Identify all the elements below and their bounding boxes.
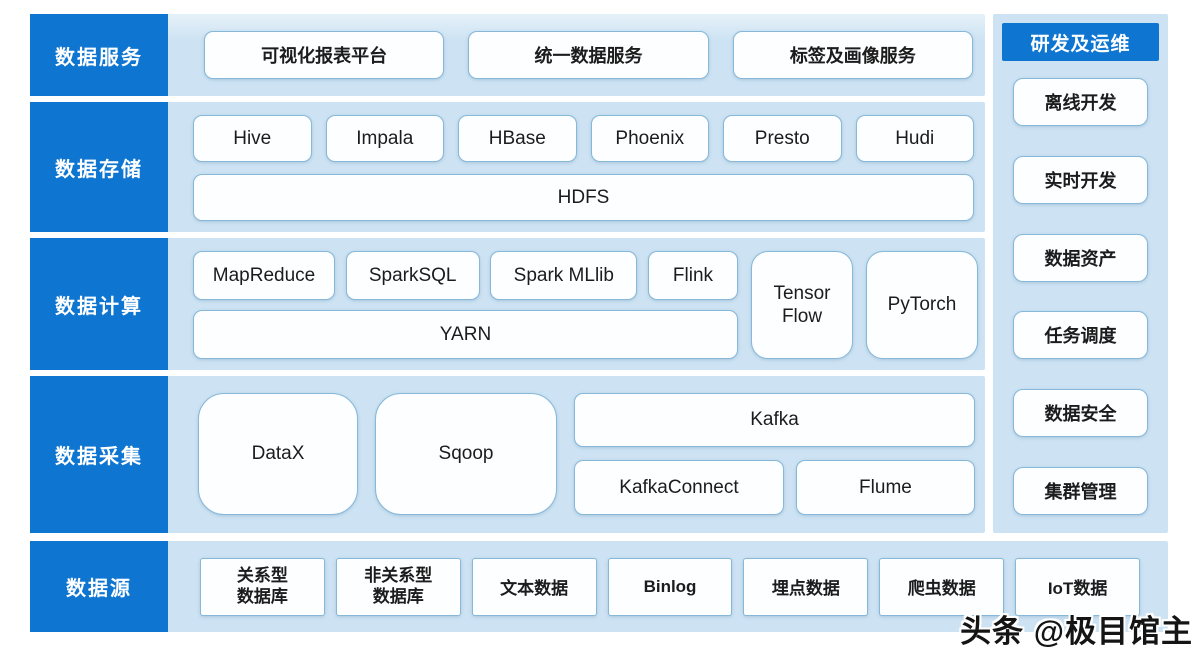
layer-data-source: 数据源 关系型 数据库 非关系型 数据库 文本数据 Binlog 埋点数据 爬虫… — [30, 541, 1168, 632]
box-yarn: YARN — [193, 310, 738, 359]
layer-stack: 数据服务 可视化报表平台 统一数据服务 标签及画像服务 数据存储 Hive Im… — [30, 14, 985, 533]
box-data-assets: 数据资产 — [1013, 233, 1148, 282]
box-hive: Hive — [193, 115, 312, 162]
layer-data-source-content: 关系型 数据库 非关系型 数据库 文本数据 Binlog 埋点数据 爬虫数据 I… — [168, 541, 1168, 632]
panel-devops-header: 研发及运维 — [1002, 23, 1159, 61]
streaming-row: KafkaConnect Flume — [574, 460, 975, 515]
box-datax: DataX — [198, 393, 358, 515]
layer-data-storage: 数据存储 Hive Impala HBase Phoenix Presto Hu… — [30, 102, 985, 232]
box-cluster-management: 集群管理 — [1013, 466, 1148, 515]
box-impala: Impala — [325, 115, 444, 162]
layer-data-compute: 数据计算 MapReduce SparkSQL Spark MLlib Flin… — [30, 238, 985, 370]
layer-data-service-content: 可视化报表平台 统一数据服务 标签及画像服务 — [168, 14, 985, 96]
box-hdfs: HDFS — [193, 174, 974, 221]
storage-engines-row: Hive Impala HBase Phoenix Presto Hudi — [193, 115, 974, 162]
box-visualization-report-platform: 可视化报表平台 — [204, 31, 445, 79]
layer-label-data-service: 数据服务 — [30, 14, 168, 96]
box-phoenix: Phoenix — [590, 115, 709, 162]
compute-engines-row: MapReduce SparkSQL Spark MLlib Flink — [193, 251, 738, 300]
box-hudi: Hudi — [855, 115, 974, 162]
layer-data-collection: 数据采集 DataX Sqoop Kafka KafkaConnect Flum… — [30, 376, 985, 533]
box-offline-development: 离线开发 — [1013, 78, 1148, 126]
box-flume: Flume — [795, 460, 975, 515]
box-unified-data-service: 统一数据服务 — [468, 31, 709, 79]
box-spark-mllib: Spark MLlib — [490, 251, 638, 300]
box-task-scheduling: 任务调度 — [1013, 311, 1148, 360]
layer-data-storage-content: Hive Impala HBase Phoenix Presto Hudi HD… — [168, 102, 985, 232]
layer-label-data-collection: 数据采集 — [30, 376, 168, 533]
box-data-security: 数据安全 — [1013, 389, 1148, 438]
layer-data-compute-content: MapReduce SparkSQL Spark MLlib Flink YAR… — [168, 238, 988, 370]
box-presto: Presto — [723, 115, 842, 162]
box-kafkaconnect: KafkaConnect — [574, 460, 784, 515]
layer-label-data-compute: 数据计算 — [30, 238, 168, 370]
layer-data-collection-content: DataX Sqoop Kafka KafkaConnect Flume — [168, 376, 985, 533]
box-realtime-development: 实时开发 — [1013, 155, 1148, 204]
box-relational-db: 关系型 数据库 — [200, 557, 325, 616]
box-binlog: Binlog — [607, 557, 733, 616]
box-text-data: 文本数据 — [471, 557, 597, 616]
panel-devops-items: 离线开发 实时开发 数据资产 任务调度 数据安全 集群管理 — [1002, 61, 1159, 517]
box-tracking-data: 埋点数据 — [743, 557, 869, 616]
layer-label-data-source: 数据源 — [30, 541, 168, 632]
panel-devops: 研发及运维 离线开发 实时开发 数据资产 任务调度 数据安全 集群管理 — [993, 14, 1168, 533]
box-iot-data: IoT数据 — [1015, 557, 1141, 616]
box-hbase: HBase — [458, 115, 577, 162]
box-kafka: Kafka — [574, 393, 975, 447]
layer-data-service: 数据服务 可视化报表平台 统一数据服务 标签及画像服务 — [30, 14, 985, 96]
box-mapreduce: MapReduce — [193, 251, 335, 300]
streaming-column: Kafka KafkaConnect Flume — [574, 393, 975, 515]
layer-label-data-storage: 数据存储 — [30, 102, 168, 232]
box-pytorch: PyTorch — [866, 251, 978, 359]
box-non-relational-db: 非关系型 数据库 — [335, 557, 461, 616]
watermark-text: 头条 @极目馆主 — [960, 614, 1193, 649]
box-sparksql: SparkSQL — [345, 251, 480, 300]
box-tensorflow: Tensor Flow — [751, 251, 853, 359]
box-crawler-data: 爬虫数据 — [879, 557, 1005, 616]
compute-engines-column: MapReduce SparkSQL Spark MLlib Flink YAR… — [193, 251, 738, 359]
box-flink: Flink — [647, 251, 738, 300]
box-sqoop: Sqoop — [375, 393, 557, 515]
box-tag-portrait-service: 标签及画像服务 — [732, 31, 973, 79]
